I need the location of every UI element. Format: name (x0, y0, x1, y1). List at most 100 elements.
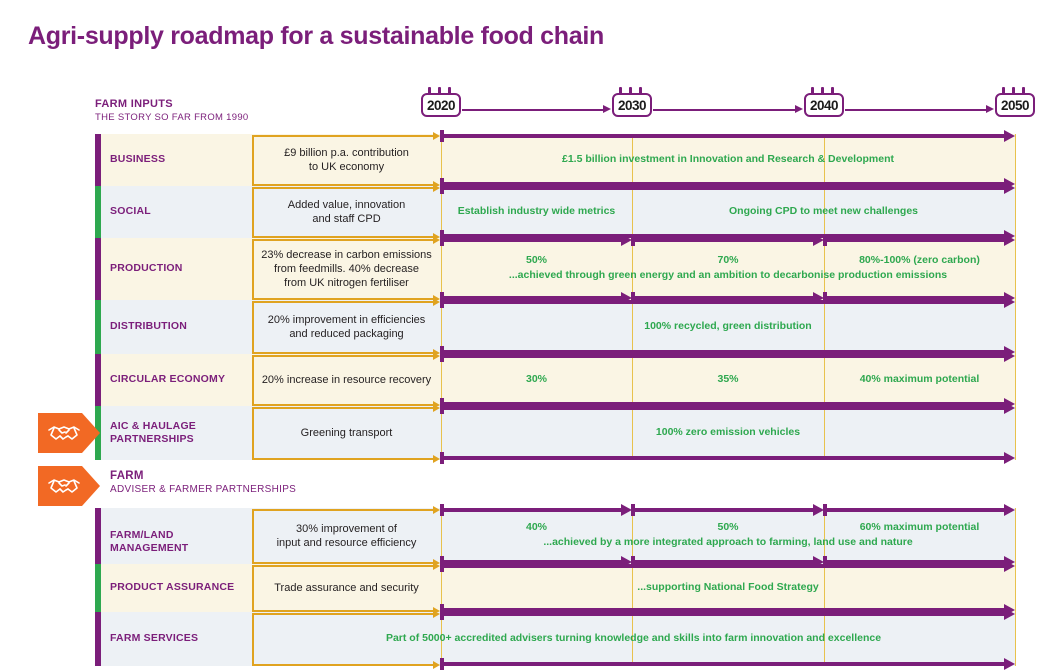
row-label-product-assurance: PRODUCT ASSURANCE (110, 581, 235, 593)
row-arrow-start-cap (440, 608, 444, 620)
calendar-ring-icon (821, 87, 824, 96)
story-connector-line (252, 610, 434, 612)
farm-partnerships-tag (38, 466, 100, 506)
timeline-connector (462, 109, 603, 111)
milestone-text: 100% zero emission vehicles (655, 426, 801, 438)
row-arrow-start-cap (440, 296, 444, 308)
timeline-gridline (632, 612, 633, 666)
farm-inputs-header-line2: THE STORY SO FAR FROM 1990 (95, 112, 249, 123)
row-arrow-segment (826, 238, 1005, 242)
milestone-note: ...achieved through green energy and an … (508, 269, 948, 281)
row-arrow-segment (634, 296, 814, 300)
timeline-gridline (824, 300, 825, 354)
row-label-farm-land-management: FARM/LAND MANAGEMENT (110, 529, 189, 554)
row-arrow-head-icon (1004, 182, 1015, 194)
handshake-icon (48, 479, 80, 493)
row-arrow (443, 456, 1005, 460)
story-connector-line (252, 352, 434, 354)
timeline-year-2030[interactable]: 2030 (612, 87, 656, 117)
row-arrow-start-cap (440, 182, 444, 194)
row-story-text: Trade assurance and security (274, 582, 419, 594)
row-arrow (443, 662, 1005, 666)
milestone-text: 50% (525, 254, 547, 266)
story-connector-tick (252, 509, 254, 562)
story-connector-line (252, 301, 434, 303)
row-arrow-start-cap (631, 556, 635, 568)
row-arrow (443, 406, 1005, 410)
row-background (95, 134, 1015, 186)
milestone-text: 100% recycled, green distribution (644, 320, 812, 332)
row-arrow (443, 182, 1005, 186)
milestone-text: 50% (717, 521, 739, 533)
timeline-gridline (441, 186, 442, 238)
story-connector-line (252, 664, 434, 666)
row-arrow-head-icon (1004, 350, 1015, 362)
row-arrow-start-cap (440, 130, 444, 142)
timeline-gridline (441, 238, 442, 300)
calendar-ring-icon (629, 87, 632, 96)
row-label-farm-services: FARM SERVICES (110, 632, 199, 644)
row-arrow-start-cap (440, 350, 444, 362)
timeline-gridline (1015, 406, 1016, 460)
timeline-year-label: 2020 (421, 93, 461, 117)
timeline-gridline (824, 238, 825, 300)
timeline-gridline (824, 354, 825, 406)
story-connector-arrowhead-icon (433, 236, 440, 244)
timeline-gridline (1015, 354, 1016, 406)
story-connector-tick (252, 407, 254, 458)
timeline-gridline (632, 134, 633, 186)
timeline-gridline (1015, 612, 1016, 666)
timeline-arrowhead-icon (795, 105, 803, 113)
calendar-ring-icon (831, 87, 834, 96)
calendar-ring-icon (1022, 87, 1025, 96)
milestone-note: ...achieved by a more integrated approac… (543, 536, 913, 548)
milestone-text: Ongoing CPD to meet new challenges (728, 205, 919, 217)
farm-inputs-header-line1: FARM INPUTS (95, 98, 173, 110)
row-arrow-start-cap (440, 452, 444, 464)
story-connector-arrowhead-icon (433, 562, 440, 570)
calendar-ring-icon (811, 87, 814, 96)
calendar-ring-icon (1002, 87, 1005, 96)
farm-section-subtitle: ADVISER & FARMER PARTNERSHIPS (110, 484, 297, 495)
timeline-gridline (441, 134, 442, 186)
timeline-year-label: 2030 (612, 93, 652, 117)
row-label-production: PRODUCTION (110, 262, 183, 274)
timeline-gridline (632, 406, 633, 460)
row-arrow-start-cap (631, 504, 635, 516)
row-arrow-start-cap (631, 234, 635, 246)
timeline-gridline (632, 238, 633, 300)
row-arrow-head-icon (1004, 234, 1015, 246)
milestone-text: 40% maximum potential (859, 373, 980, 385)
row-arrow-segment (826, 560, 1005, 564)
story-connector-tick (252, 613, 254, 664)
timeline-gridline (824, 134, 825, 186)
row-arrow-head-icon (621, 556, 632, 568)
row-arrow-head-icon (813, 504, 824, 516)
timeline-gridline (824, 612, 825, 666)
timeline-gridline (441, 564, 442, 612)
row-arrow (443, 186, 1005, 190)
row-background (95, 612, 1015, 666)
row-arrow-segment (634, 560, 814, 564)
row-arrow-start-cap (440, 504, 444, 516)
row-label-distribution: DISTRIBUTION (110, 320, 188, 332)
timeline-year-2040[interactable]: 2040 (804, 87, 848, 117)
row-background (95, 354, 1015, 406)
row-arrow-head-icon (621, 234, 632, 246)
timeline-year-2050[interactable]: 2050 (995, 87, 1039, 117)
milestone-text: £1.5 billion investment in Innovation an… (562, 153, 894, 165)
row-background (95, 406, 1015, 460)
milestone-text: Establish industry wide metrics (457, 205, 616, 217)
milestone-text: 70% (717, 254, 739, 266)
timeline-year-2020[interactable]: 2020 (421, 87, 465, 117)
story-connector-arrowhead-icon (433, 455, 440, 463)
story-connector-line (252, 562, 434, 564)
row-arrow-head-icon (813, 292, 824, 304)
row-arrow-segment (443, 238, 622, 242)
milestone-text: 35% (717, 373, 739, 385)
row-arrow-segment (826, 508, 1005, 512)
